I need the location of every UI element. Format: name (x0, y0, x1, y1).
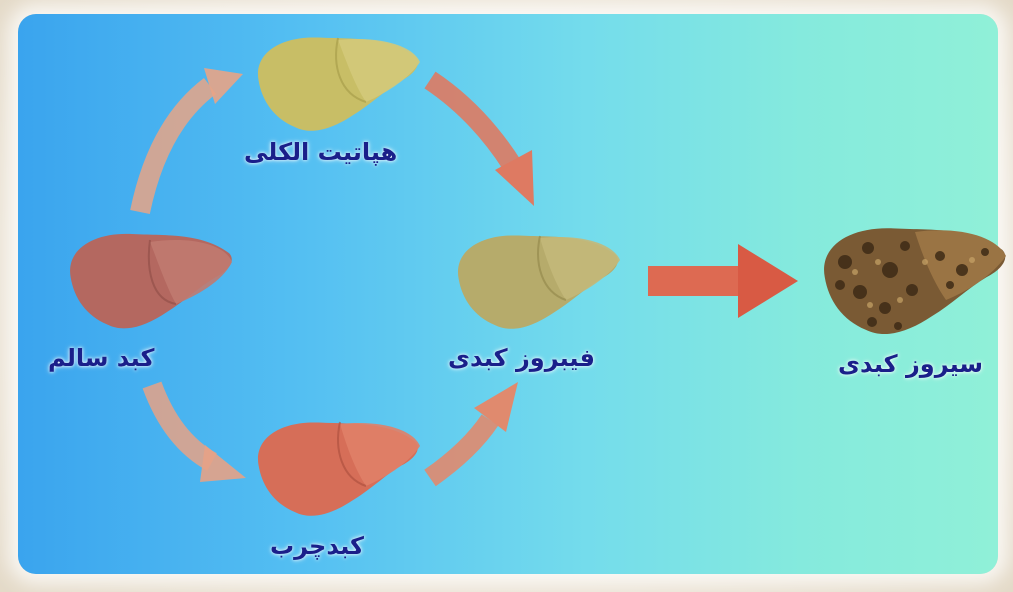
arrow-hepatitis-to-fibrosis (430, 80, 534, 206)
fibrosis-label: فيبروز كبدى (448, 344, 595, 372)
arrow-healthy-to-fatty (152, 385, 246, 482)
healthy-liver-image (70, 234, 232, 328)
healthy-liver-label: كبد سالم (48, 344, 154, 372)
arrow-healthy-to-hepatitis (140, 68, 243, 212)
arrow-fatty-to-fibrosis (430, 382, 518, 478)
arrow-fibrosis-to-cirrhosis (648, 244, 798, 318)
hepatitis-liver-image (258, 37, 420, 130)
hepatitis-label: هپاتيت الكلى (244, 138, 397, 166)
cirrhosis-liver-image (824, 228, 1006, 334)
fatty-liver-image (258, 422, 420, 516)
fibrosis-liver-image (458, 235, 620, 328)
cirrhosis-label: سيروز كبدى (838, 350, 983, 378)
fatty-liver-label: كبدچرب (270, 532, 364, 560)
